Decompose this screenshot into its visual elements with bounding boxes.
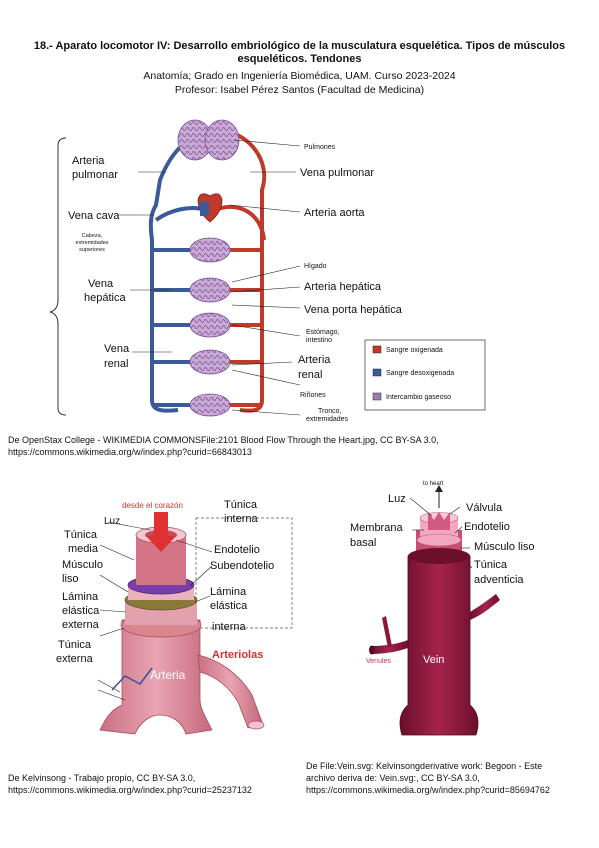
label-vein: Vein	[423, 654, 444, 666]
label-arteria-renal-2: renal	[298, 369, 322, 381]
label-valvula: Válvula	[466, 502, 503, 514]
artery-diagram: desde el corazón Luz Túnica interna Túni…	[56, 499, 293, 735]
capillary-liver	[189, 277, 231, 303]
label-tunica-media-2: media	[68, 543, 99, 555]
caption-circulation-1: De OpenStax College - WIKIMEDIA COMMONSF…	[8, 435, 439, 445]
vein-diagram: to heart Luz Válvula Membrana basal Endo…	[350, 481, 535, 736]
caption-circulation-2[interactable]: https://commons.wikimedia.org/w/index.ph…	[8, 447, 252, 457]
label-endotelio: Endotelio	[214, 544, 260, 556]
capillary-trunk	[189, 393, 231, 417]
arteriole-branch	[197, 654, 263, 729]
label-vein-tunica-1: Túnica	[474, 559, 508, 571]
caption-vein-3[interactable]: https://commons.wikimedia.org/w/index.ph…	[306, 785, 550, 795]
label-musculo-liso-2: liso	[62, 573, 79, 585]
caption-vein-2: archivo deriva de: Vein.svg:, CC BY-SA 3…	[306, 773, 480, 783]
label-lamina-int-3: interna	[212, 621, 247, 633]
label-arteriolas: Arteriolas	[212, 649, 263, 661]
legend-exchange: Intercambio gaseoso	[386, 394, 451, 401]
caption-artery-2[interactable]: https://commons.wikimedia.org/w/index.ph…	[8, 785, 252, 795]
caption-vein-1: De File:Vein.svg: Kelvinsongderivative w…	[306, 761, 543, 771]
label-vena-porta: Vena porta hepática	[304, 304, 403, 316]
label-vein-endotelio: Endotelio	[464, 521, 510, 533]
circulation-diagram: Pulmones Arteria pulmonar Vena pulmonar …	[49, 119, 486, 423]
label-tronco-1: Tronco,	[318, 408, 342, 415]
lungs-right	[204, 119, 240, 161]
legend-swatch-exchange	[372, 392, 382, 401]
label-vein-musculo: Músculo liso	[474, 541, 535, 553]
label-vein-tunica-2: adventicia	[474, 574, 524, 586]
label-rinones: Riñones	[300, 392, 326, 399]
label-lamina-ext-2: elástica	[62, 605, 100, 617]
label-membrana-1: Membrana	[350, 522, 403, 534]
label-cabeza-1: Cabeza,	[82, 233, 103, 239]
capillary-kidney	[189, 349, 231, 375]
label-venules: Venules	[366, 658, 391, 665]
label-cabeza-2: extremidades	[75, 240, 108, 246]
legend: Sangre oxigenada Sangre desoxigenada Int…	[364, 339, 486, 411]
label-vena-cava: Vena cava	[68, 210, 120, 222]
label-lamina-ext-1: Lámina	[62, 591, 99, 603]
label-lamina-ext-3: externa	[62, 619, 100, 631]
red-vessels	[214, 130, 267, 413]
label-subendotelio: Subendotelio	[210, 560, 274, 572]
flow-arrow	[146, 512, 176, 552]
label-cabeza-3: superiores	[79, 247, 105, 253]
label-tunica-media-1: Túnica	[64, 529, 98, 541]
course-line: Anatomía; Grado en Ingeniería Biomédica,…	[143, 70, 456, 82]
label-lamina-int-2: elástica	[210, 600, 248, 612]
label-tunica-interna-1: Túnica	[224, 499, 258, 511]
label-luz: Luz	[104, 516, 120, 527]
label-vena-hepatica-1: Vena	[88, 278, 114, 290]
label-arteria-hepatica: Arteria hepática	[304, 281, 382, 293]
label-vena-renal-2: renal	[104, 358, 128, 370]
leader-lines	[118, 139, 301, 416]
label-estomago-2: intestino	[306, 337, 332, 344]
page-title: 18.- Aparato locomotor IV: Desarrollo em…	[33, 40, 566, 65]
label-tunica-interna-2: interna	[224, 513, 259, 525]
vein-body	[399, 555, 479, 736]
left-brace	[49, 137, 67, 416]
legend-oxygenated: Sangre oxigenada	[386, 347, 443, 354]
label-tunica-externa-2: externa	[56, 653, 94, 665]
label-vena-pulmonar: Vena pulmonar	[300, 167, 374, 179]
label-higado: Hígado	[304, 263, 327, 270]
label-arteria-pulmonar-1: Arteria	[72, 155, 105, 167]
legend-deoxygenated: Sangre desoxigenada	[386, 370, 454, 377]
legend-swatch-oxygenated	[372, 345, 382, 354]
professor-line: Profesor: Isabel Pérez Santos (Facultad …	[174, 84, 425, 96]
label-membrana-2: basal	[350, 537, 376, 549]
label-vein-luz: Luz	[388, 493, 406, 505]
capillary-gut	[189, 312, 231, 338]
artery-body	[99, 619, 213, 735]
label-pulmones: Pulmones	[304, 144, 336, 151]
label-to-heart: to heart	[423, 481, 444, 487]
label-arteria: Arteria	[150, 668, 186, 682]
label-desde-corazon: desde el corazón	[122, 501, 183, 510]
label-vena-renal-1: Vena	[104, 343, 130, 355]
label-arteria-pulmonar-2: pulmonar	[72, 169, 118, 181]
label-tronco-2: extremidades	[306, 416, 349, 423]
caption-artery-1: De Kelvinsong - Trabajo propio, CC BY-SA…	[8, 773, 196, 783]
label-arteria-renal-1: Arteria	[298, 354, 331, 366]
label-vena-hepatica-2: hepática	[84, 292, 126, 304]
label-musculo-liso-1: Músculo	[62, 559, 103, 571]
label-estomago-1: Estómago,	[306, 329, 340, 336]
label-arteria-aorta: Arteria aorta	[304, 207, 365, 219]
legend-swatch-deoxygenated	[372, 368, 382, 377]
label-tunica-externa-1: Túnica	[58, 639, 92, 651]
label-lamina-int-1: Lámina	[210, 586, 247, 598]
capillary-head	[189, 237, 231, 263]
